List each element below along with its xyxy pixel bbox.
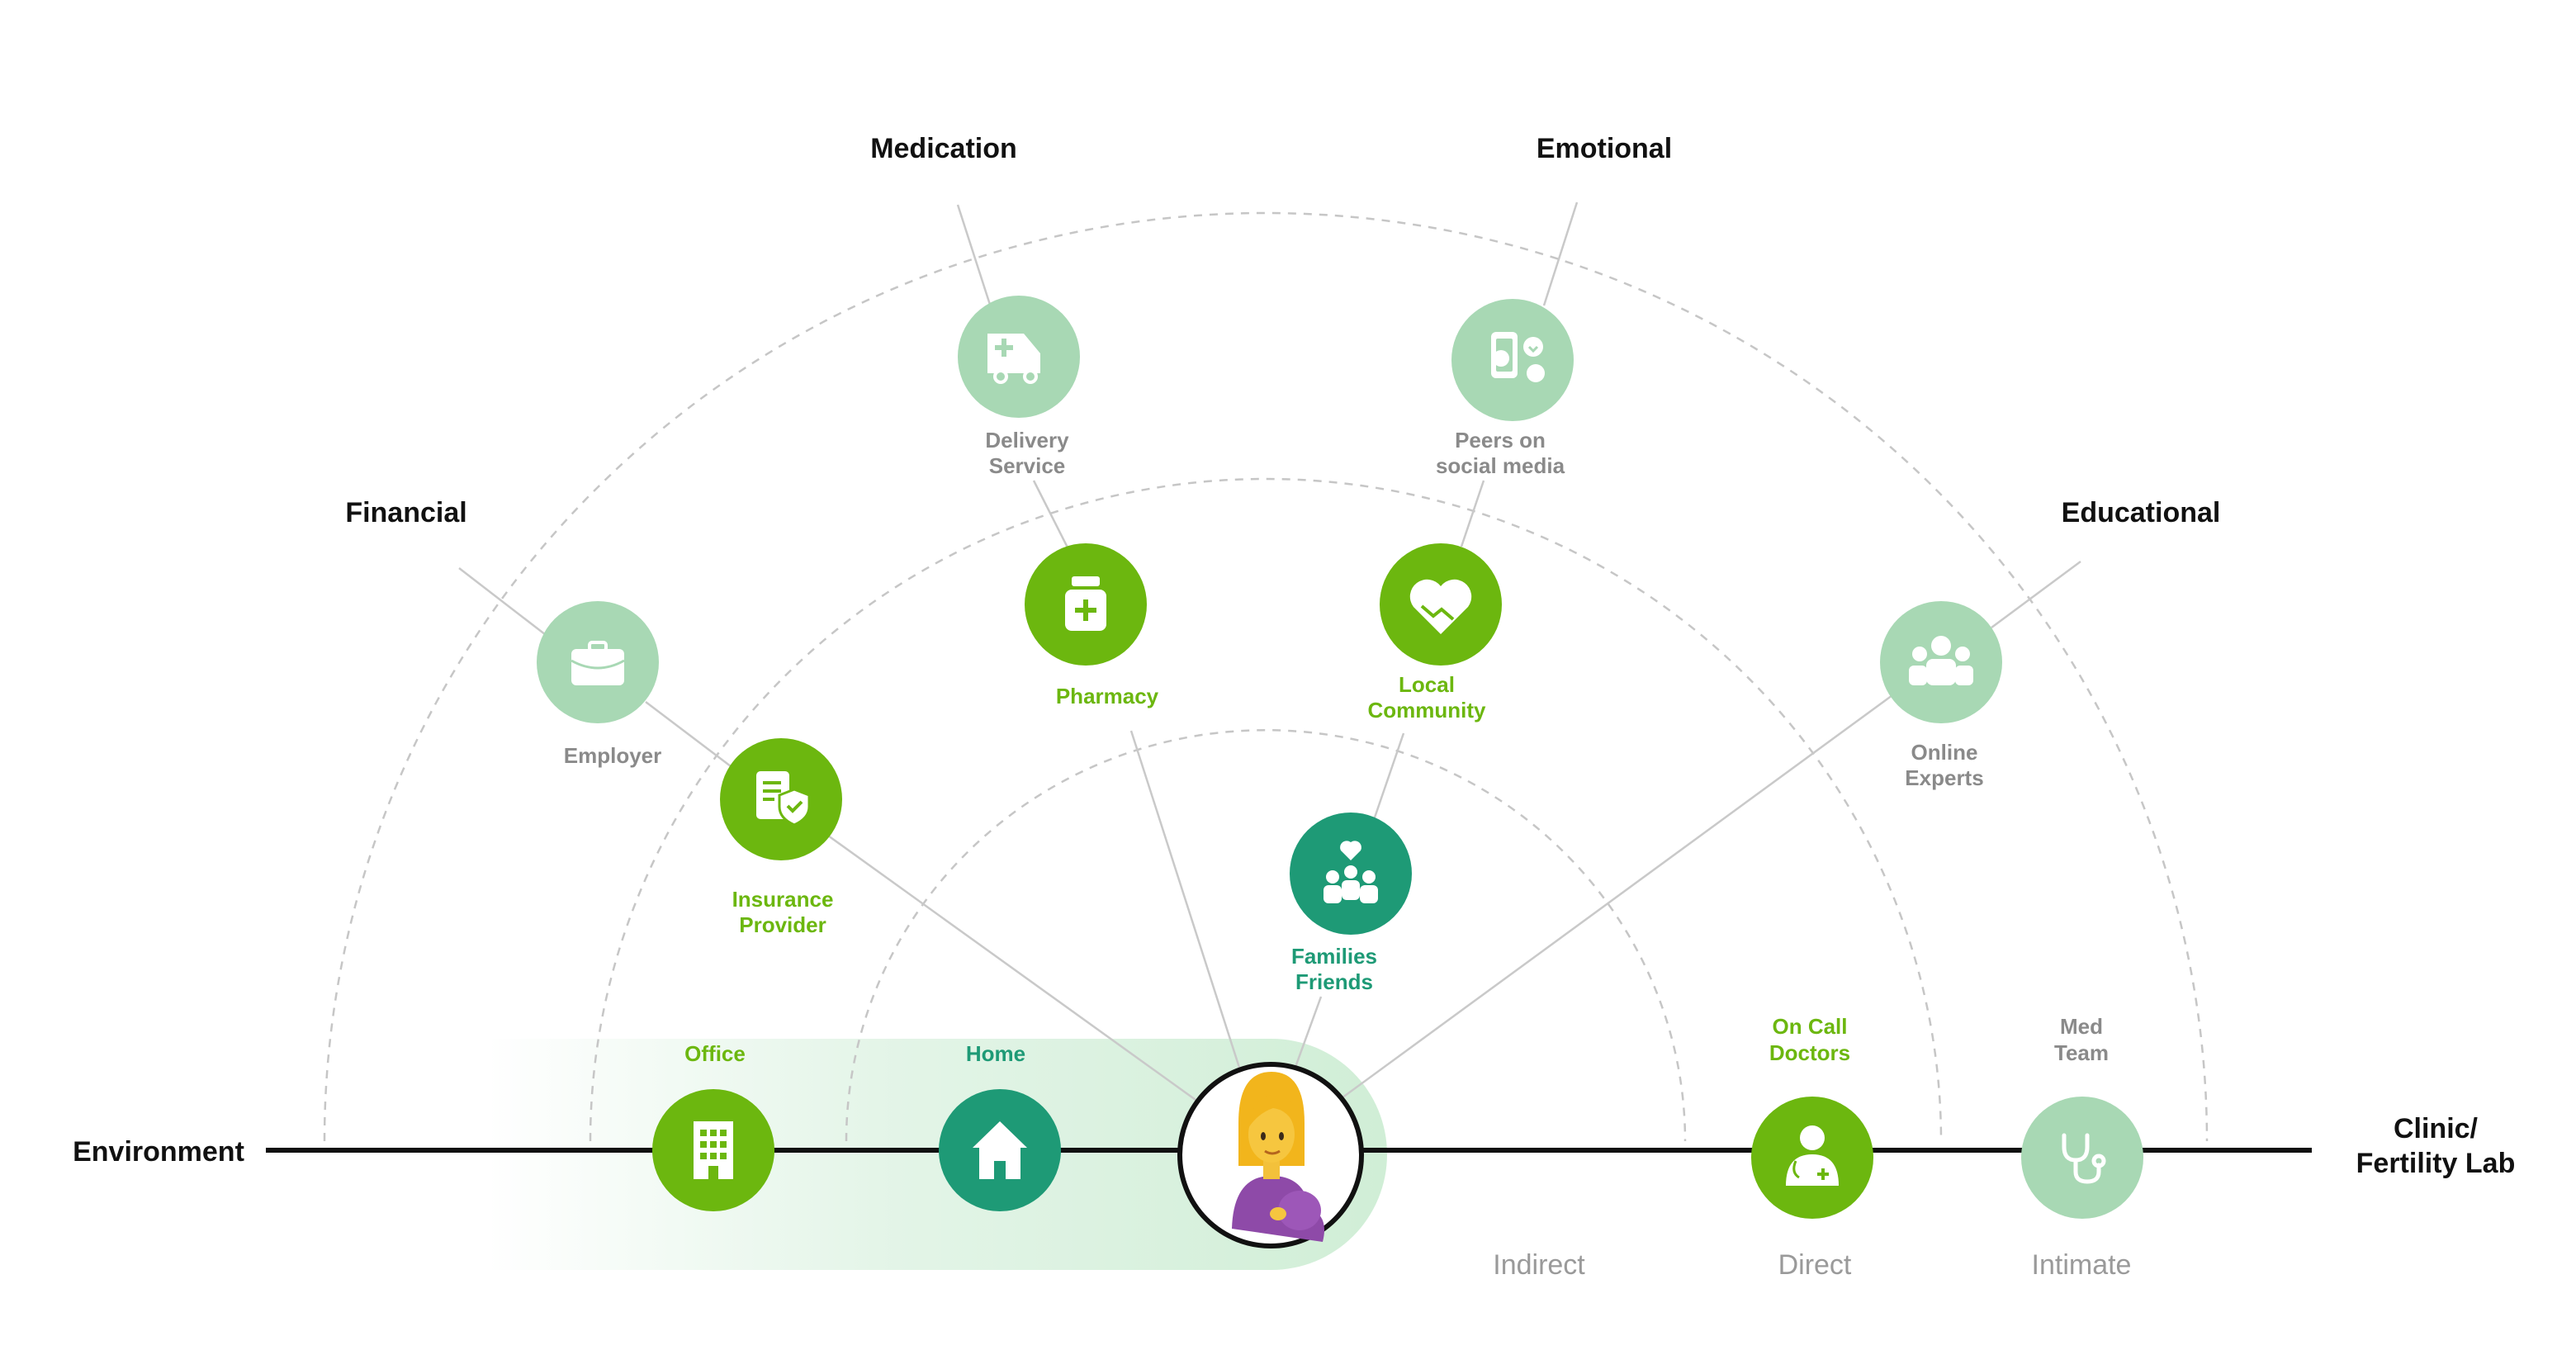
node-on-call-doctors-label-2: Doctors	[1769, 1040, 1850, 1065]
node-families-friends-label-2: Friends	[1295, 969, 1373, 994]
node-peers-social-media[interactable]: Peers on social media	[1436, 299, 1574, 478]
node-online-experts-label-1: Online	[1911, 740, 1978, 765]
ring-indirect	[845, 728, 1687, 1142]
node-med-team[interactable]: Med Team	[2021, 1014, 2143, 1219]
category-educational: Educational	[2062, 497, 2221, 528]
connector-pharmacy-center	[1129, 730, 1242, 1071]
connector-peers-community	[1460, 480, 1485, 547]
node-families-friends[interactable]: Families Friends	[1290, 813, 1412, 994]
connector-medication	[956, 204, 992, 308]
ring-label-intimate: Intimate	[2032, 1249, 2132, 1281]
node-local-community-label-1: Local	[1399, 672, 1455, 697]
node-insurance-provider[interactable]: Insurance Provider	[720, 738, 842, 937]
medicine-bottle-icon	[1065, 576, 1106, 631]
node-on-call-doctors-label-1: On Call	[1772, 1014, 1847, 1039]
node-pharmacy-label: Pharmacy	[1056, 684, 1159, 708]
connector-emotional	[1542, 201, 1579, 306]
briefcase-icon	[571, 641, 625, 685]
node-local-community-label-2: Community	[1368, 698, 1487, 723]
connector-families-center	[1293, 996, 1323, 1070]
ring-label-indirect: Indirect	[1493, 1249, 1585, 1281]
experts-group-icon	[1909, 636, 1973, 685]
node-employer[interactable]: Employer	[537, 601, 661, 768]
node-home[interactable]: Home	[939, 1041, 1061, 1211]
node-med-team-label-2: Team	[2054, 1040, 2109, 1065]
node-peers-social-media-label-1: Peers on	[1455, 428, 1546, 452]
pregnant-woman-icon	[1232, 1072, 1324, 1242]
connector-community-families	[1373, 732, 1405, 818]
node-local-community[interactable]: Local Community	[1368, 543, 1503, 723]
category-emotional: Emotional	[1537, 133, 1672, 164]
connector-lines	[458, 201, 2081, 1110]
ring-direct	[589, 477, 1943, 1142]
connector-employer-insurance	[645, 701, 732, 767]
node-employer-label: Employer	[564, 743, 662, 768]
node-online-experts[interactable]: Online Experts	[1880, 601, 2002, 790]
doctor-icon	[1786, 1125, 1839, 1186]
connector-financial	[458, 567, 550, 638]
ring-intimate	[323, 211, 2209, 1142]
connector-experts-center	[1335, 694, 1893, 1104]
node-delivery-service[interactable]: Delivery Service	[958, 296, 1080, 478]
connector-educational	[1991, 560, 2081, 629]
social-media-icon	[1491, 332, 1545, 382]
node-insurance-provider-label-1: Insurance	[732, 887, 834, 912]
connector-insurance-center	[827, 834, 1208, 1110]
node-families-friends-label-1: Families	[1291, 944, 1377, 969]
heart-handshake-icon	[1409, 579, 1472, 634]
category-financial: Financial	[345, 497, 466, 528]
node-online-experts-label-2: Experts	[1905, 765, 1983, 790]
node-office[interactable]: Office	[652, 1041, 774, 1211]
stethoscope-icon	[2062, 1133, 2106, 1184]
category-medication: Medication	[870, 133, 1017, 164]
node-insurance-provider-label-2: Provider	[739, 912, 826, 937]
axis-label-clinic-line2: Fertility Lab	[2356, 1148, 2516, 1179]
node-med-team-label-1: Med	[2060, 1014, 2103, 1039]
node-delivery-service-label-2: Service	[989, 453, 1066, 478]
house-icon	[973, 1121, 1027, 1179]
proximity-rings	[323, 211, 2209, 1142]
node-home-label: Home	[966, 1041, 1025, 1066]
node-pharmacy[interactable]: Pharmacy	[1025, 543, 1159, 708]
family-heart-icon	[1324, 841, 1378, 903]
building-icon	[694, 1121, 733, 1179]
node-on-call-doctors[interactable]: On Call Doctors	[1751, 1014, 1873, 1219]
node-delivery-service-label-1: Delivery	[985, 428, 1069, 452]
insurance-shield-icon	[756, 771, 811, 827]
node-office-label: Office	[684, 1041, 746, 1066]
axis-label-environment: Environment	[73, 1136, 244, 1168]
ambulance-icon	[987, 334, 1040, 384]
node-peers-social-media-label-2: social media	[1436, 453, 1565, 478]
axis-label-clinic-line1: Clinic/	[2394, 1113, 2479, 1144]
center-person[interactable]	[1177, 1062, 1364, 1248]
ring-label-direct: Direct	[1778, 1249, 1852, 1281]
connector-delivery-pharmacy	[1032, 480, 1070, 550]
